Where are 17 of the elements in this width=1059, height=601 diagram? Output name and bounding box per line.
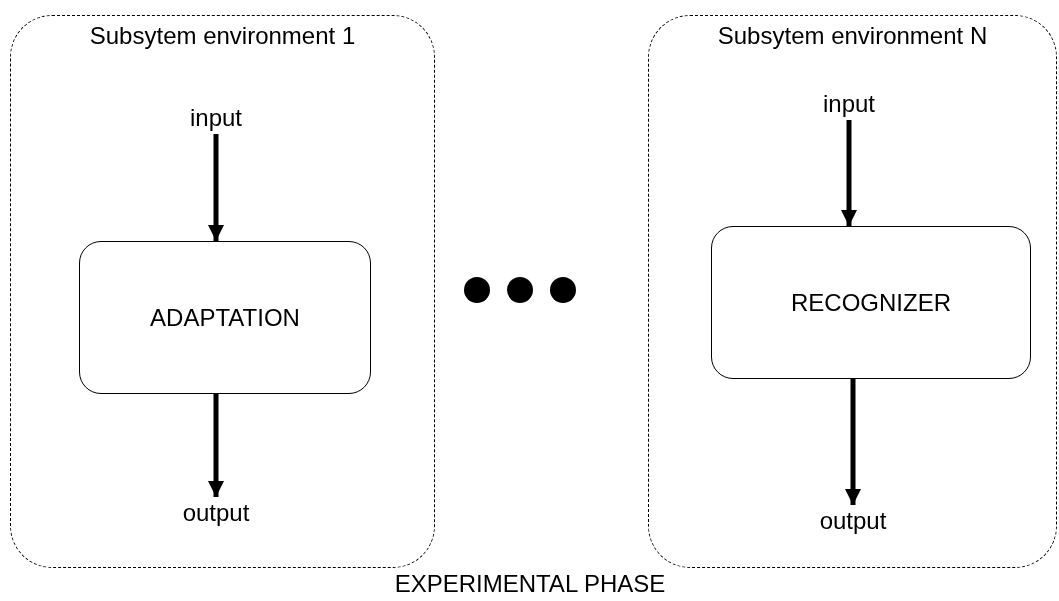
io-label: output	[819, 507, 887, 535]
arrow	[841, 120, 857, 226]
subsystem-container	[648, 15, 1057, 568]
container-title: Subsytem environment 1	[88, 22, 357, 50]
process-box	[79, 241, 371, 394]
io-label: output	[182, 499, 250, 527]
io-label: input	[822, 90, 875, 118]
phase-caption: EXPERIMENTAL PHASE	[394, 570, 666, 598]
process-label: RECOGNIZER	[791, 288, 951, 317]
process-box	[711, 226, 1031, 379]
arrow	[208, 394, 224, 497]
arrow	[845, 379, 861, 505]
process-label: ADAPTATION	[150, 303, 300, 332]
container-title: Subsytem environment N	[716, 22, 989, 50]
arrow	[208, 134, 224, 241]
subsystem-container	[10, 15, 435, 568]
io-label: input	[189, 104, 242, 132]
